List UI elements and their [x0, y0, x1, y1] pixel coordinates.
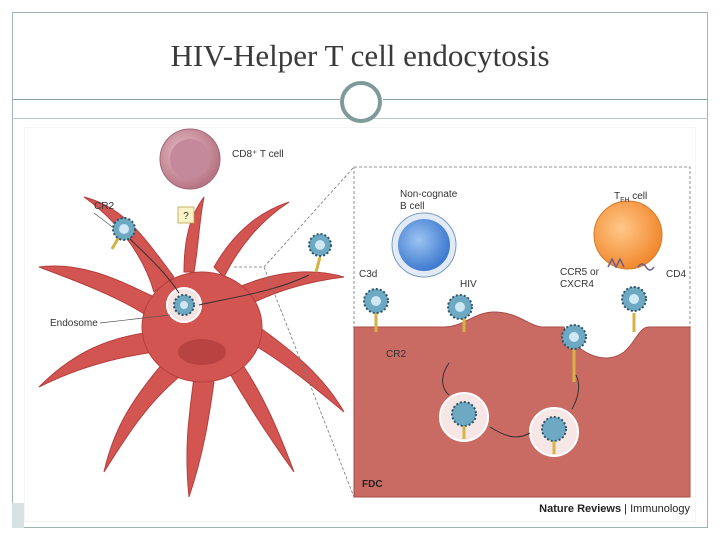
virion-dc-surface: [308, 233, 332, 273]
cycle-arrow-3: [571, 374, 580, 410]
cd4-receptor: [637, 263, 655, 271]
title-rule-right: [383, 99, 708, 100]
cycle-arrow-1: [442, 362, 450, 396]
slide-frame: [12, 12, 708, 528]
dendritic-nucleus: [178, 339, 226, 365]
label-question: ?: [183, 211, 189, 222]
fdc-membrane: [353, 311, 691, 498]
label-cd8-t-cell: CD8⁺ T cell: [232, 149, 284, 160]
virion-inset-3: [621, 286, 647, 332]
noncognate-b-cell: [391, 212, 457, 278]
title-ring-ornament: [340, 81, 382, 123]
arrow-cr2-to-endosome: [129, 238, 180, 294]
label-tfh-cell: TFH cell: [614, 191, 647, 204]
cycle-arrow-2: [489, 426, 531, 438]
slide-side-tab: [12, 503, 24, 528]
tfh-cell: [593, 200, 663, 270]
ccr5-receptor: [607, 257, 625, 269]
label-endosome: Endosome: [50, 318, 98, 329]
endosome-inset-1: [439, 392, 489, 442]
endosome-inset-2: [529, 407, 579, 457]
label-cr2-left: CR2: [94, 201, 114, 212]
virion-inset-1: [363, 288, 389, 332]
title-rule-left: [12, 99, 340, 100]
label-noncognate-line2: B cell: [400, 201, 424, 212]
label-ccr5-line1: CCR5 or: [560, 267, 600, 278]
label-cd4: CD4: [666, 269, 686, 280]
question-box: [177, 206, 195, 224]
virion-left-cr2: [110, 217, 136, 250]
zoom-line-bottom: [263, 266, 355, 498]
label-cr2-right: CR2: [386, 349, 406, 360]
endosome: [166, 287, 202, 323]
arrow-endosome-to-surface: [198, 274, 310, 306]
figure-credit: Nature Reviews | Immunology: [539, 503, 690, 515]
leader-endosome: [99, 314, 171, 324]
virion-invaginating: [561, 324, 587, 382]
slide-title: HIV-Helper T cell endocytosis: [170, 38, 550, 73]
label-noncognate-line1: Non-cognate: [400, 189, 458, 200]
label-ccr5-line2: CXCR4: [560, 279, 594, 290]
hiv-endocytosis-figure: CD8⁺ T cell ? CR2 Endosome FDC Non-cogna…: [24, 127, 696, 522]
label-fdc: FDC: [362, 479, 383, 490]
cd8-t-cell: [159, 128, 221, 190]
label-hiv: HIV: [460, 279, 477, 290]
label-c3d: C3d: [359, 269, 377, 280]
virion-inset-2: [447, 294, 473, 332]
dendritic-cell: [38, 196, 345, 498]
